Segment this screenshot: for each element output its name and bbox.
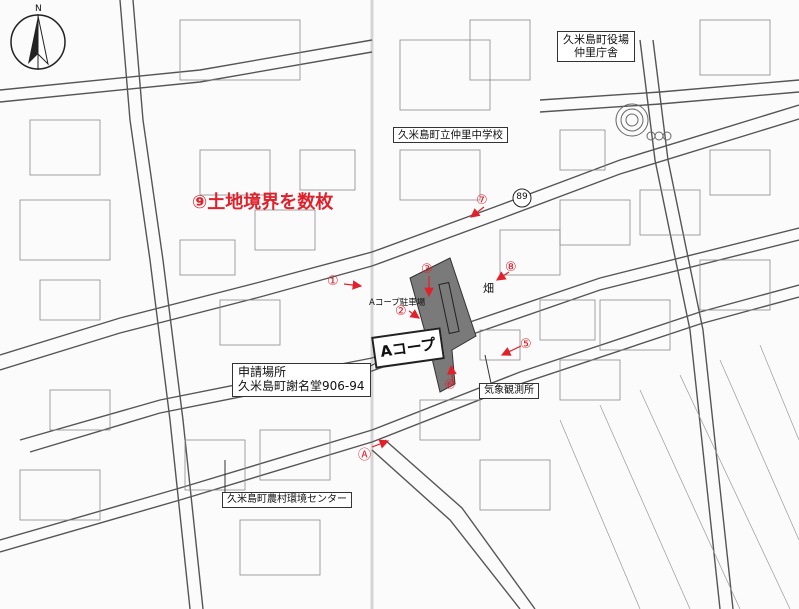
marker-A: Ⓐ (358, 448, 372, 463)
marker-5: ⑤ (520, 337, 532, 352)
town-office-line-2: 仲里庁舎 (574, 45, 618, 59)
field-label: 畑 (483, 282, 494, 295)
boundary-note: ⑨土地境界を数枚 (192, 192, 334, 213)
route-number: 89 (516, 192, 528, 202)
farm-fields (559, 344, 799, 609)
marker-2: ② (395, 304, 407, 319)
parking-label: Aコープ駐車場 (369, 298, 426, 308)
weather-station-label: 気象観測所 (479, 383, 539, 399)
marker-3: ③ (421, 262, 433, 277)
environment-center-label: 久米島町農村環境センター (222, 492, 352, 508)
route-89-icon (512, 188, 532, 208)
north-label: N (35, 4, 42, 14)
north-arrow-icon (10, 14, 66, 70)
marker-6: ⑥ (444, 378, 456, 393)
weather-leader-line (484, 354, 493, 389)
marker-8: ⑧ (505, 260, 517, 275)
school-label: 久米島町立仲里中学校 (393, 127, 508, 144)
town-office-label: 久米島町役場 仲里庁舎 (557, 31, 635, 63)
marker-1: ① (327, 274, 339, 289)
plot-building (438, 281, 460, 335)
roundabout (615, 103, 672, 141)
parcels (19, 19, 771, 576)
application-plot (409, 257, 477, 393)
direction-arrows (343, 206, 522, 449)
application-site-line-1: 申請場所 (238, 365, 287, 379)
marker-7: ⑦ (476, 193, 488, 208)
town-office-line-1: 久米島町役場 (563, 33, 629, 46)
application-site-line-2: 久米島町謝名堂906-94 (238, 378, 365, 393)
application-site-label: 申請場所 久米島町謝名堂906-94 (232, 363, 371, 397)
